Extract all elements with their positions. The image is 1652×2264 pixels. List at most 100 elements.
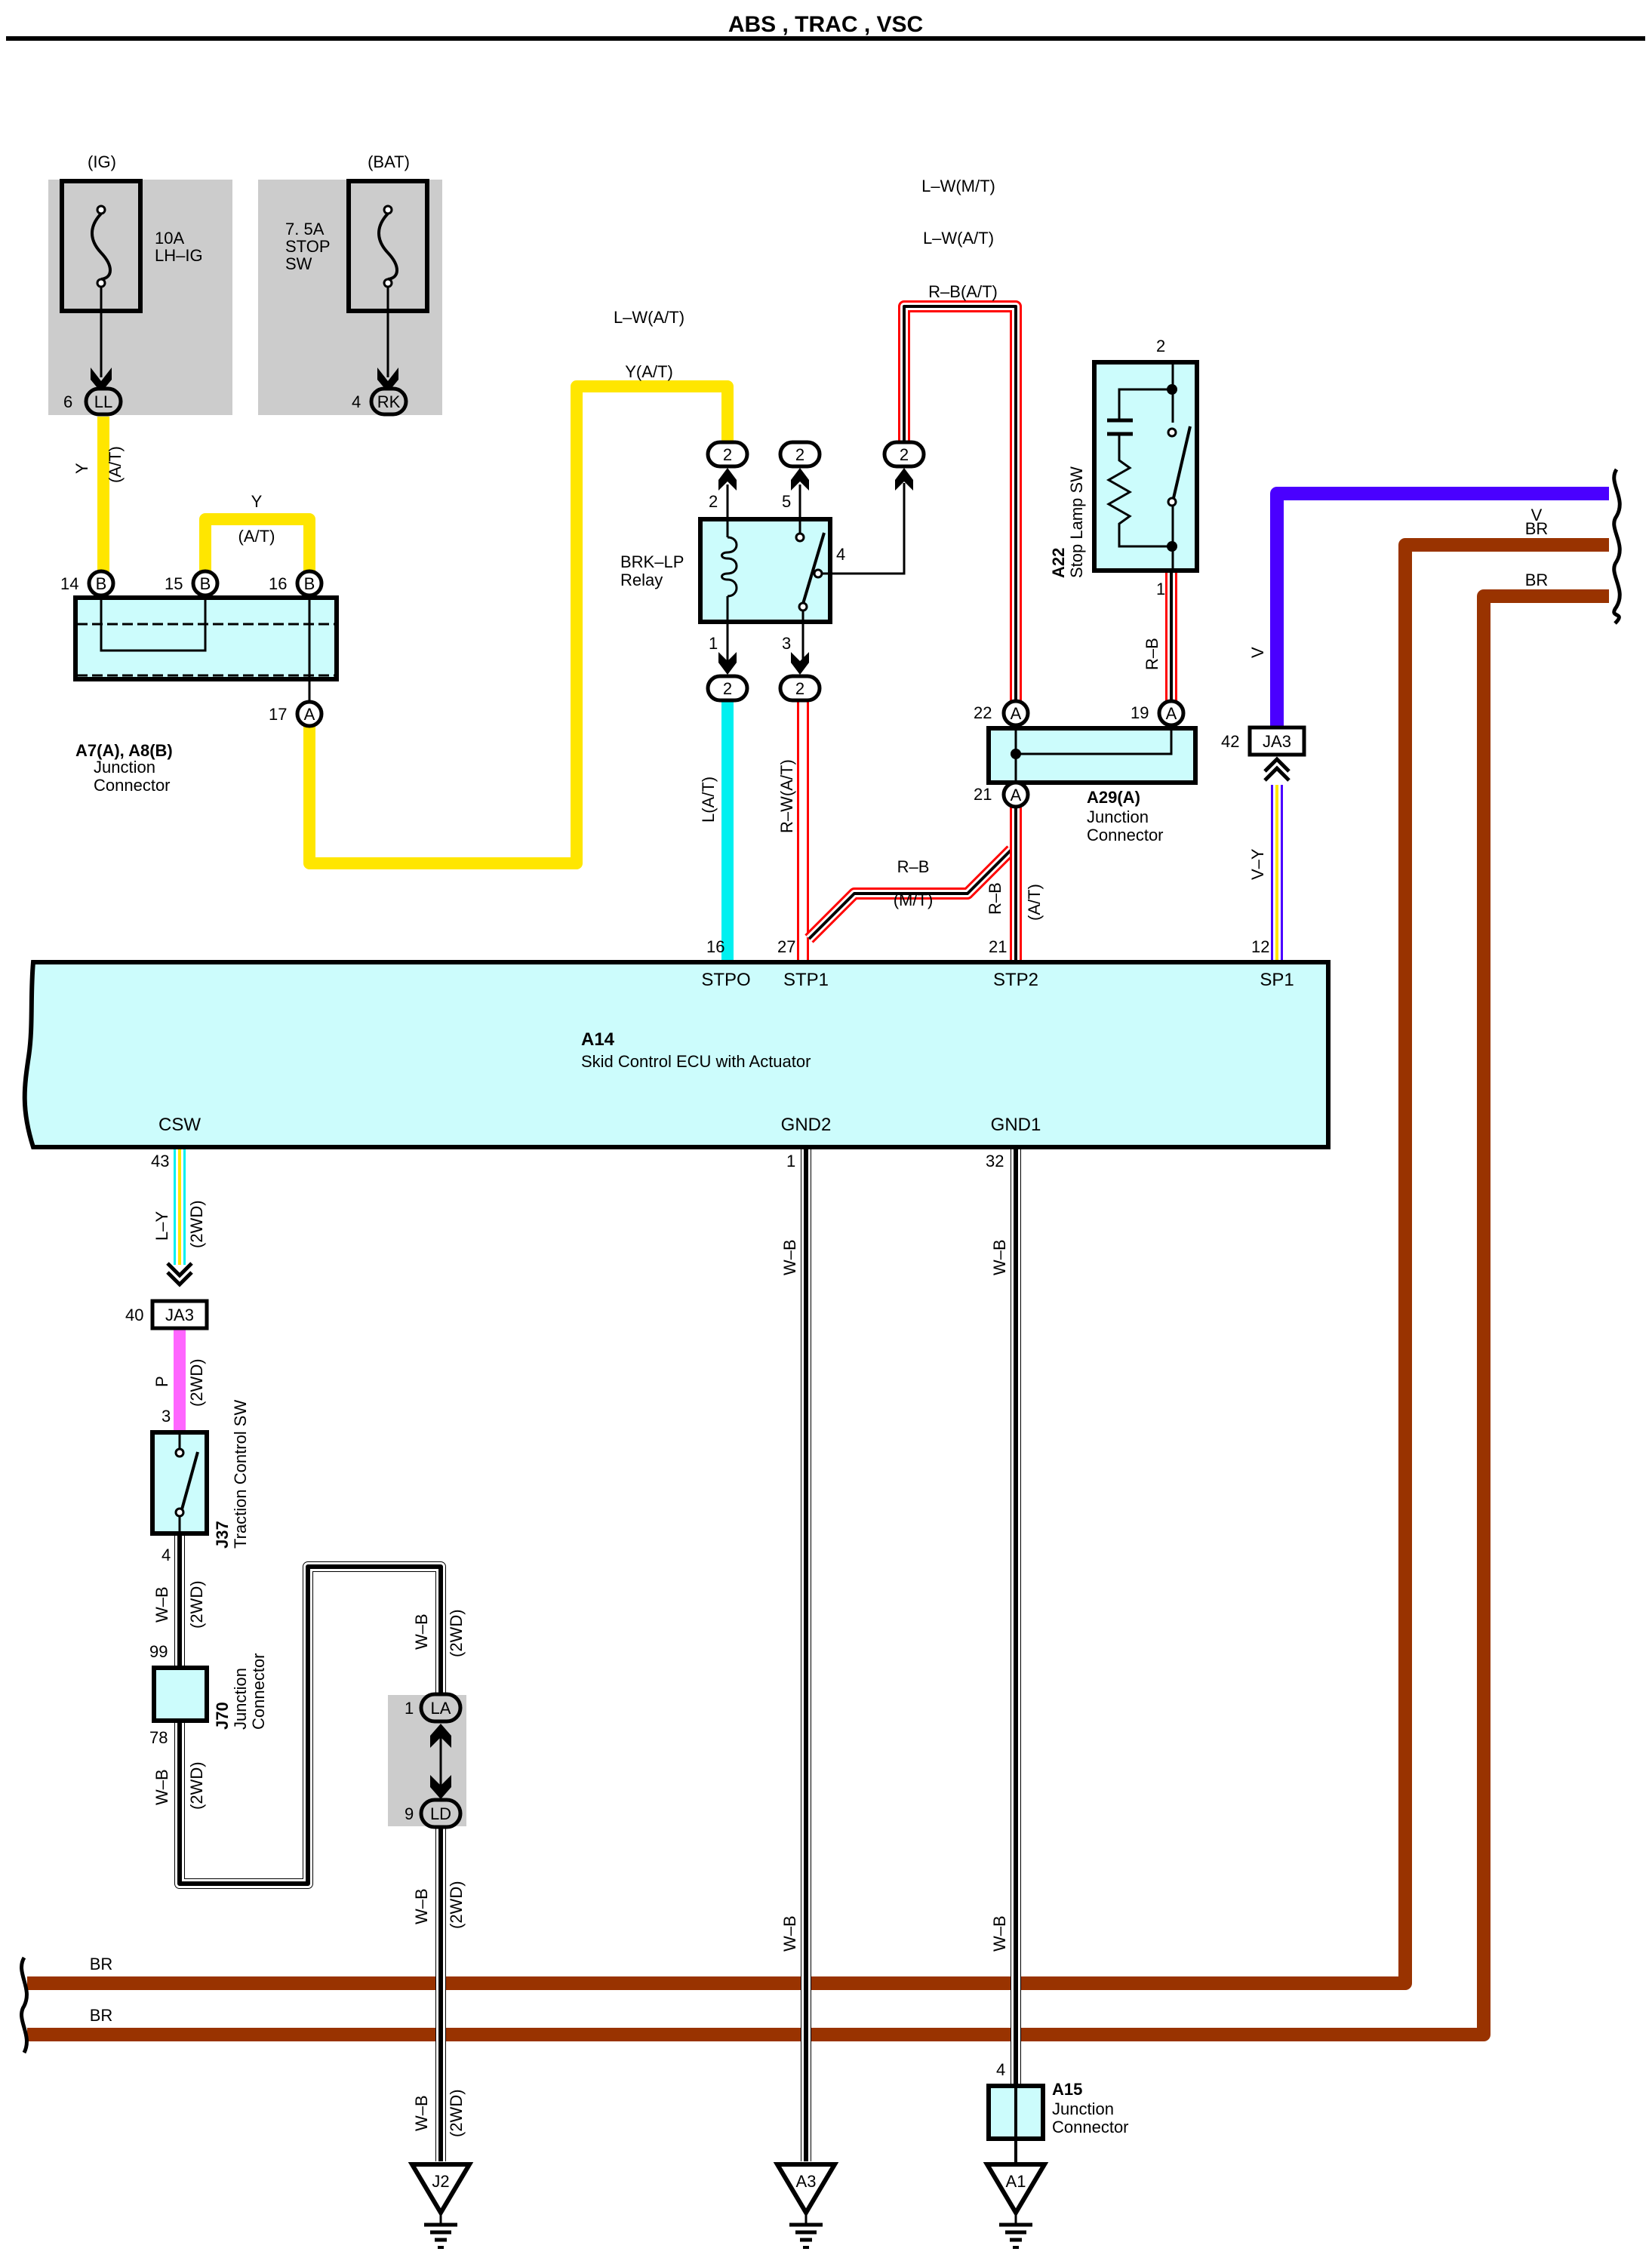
wire-rb-at	[898, 300, 1022, 700]
connector-code: 2	[900, 445, 909, 464]
connector-code: 2	[795, 445, 804, 464]
terminal-name: CSW	[158, 1115, 201, 1135]
component-id: J70	[213, 1702, 232, 1730]
pin-number: 4	[836, 545, 845, 564]
pin-number: 5	[782, 492, 791, 511]
wire-label: W–B	[412, 2095, 431, 2131]
relay-switch-icon	[795, 483, 906, 664]
pin-number: 3	[782, 634, 791, 653]
capacitor-resistor-icon	[1106, 388, 1172, 548]
ground-triangle-icon	[983, 2162, 1049, 2217]
connector-code: 2	[723, 679, 732, 698]
pin-letter: B	[96, 574, 107, 593]
wire-label: R–B	[897, 857, 930, 876]
wire-label: W–B	[990, 1239, 1009, 1275]
arrow-up-icon	[718, 468, 737, 491]
pin-number: 40	[125, 1306, 143, 1324]
ecu-terminal-stp1: 27 STP1	[777, 937, 829, 990]
ecu-terminal-stp2: 21 STP2	[989, 937, 1038, 990]
switch-icon	[174, 1432, 199, 1533]
pin-19a: 19 A	[1131, 699, 1186, 727]
break-icon	[1612, 468, 1622, 625]
connector-name: JA3	[165, 1306, 194, 1324]
terminal-name: GND1	[991, 1115, 1041, 1135]
ground-label: J2	[432, 2172, 449, 2191]
wire-y-15b-16b	[199, 513, 315, 572]
wire-label: Y(A/T)	[625, 362, 673, 381]
junction-connector-a7-a8: A7(A), A8(B) Junction Connector 14 B 15 …	[60, 569, 339, 795]
wire-label: R–B(A/T)	[928, 282, 998, 301]
wire-label: W–B	[780, 1239, 799, 1275]
component-desc-line1: Junction	[231, 1668, 250, 1730]
fuse-supply-bat: (BAT)	[368, 152, 410, 171]
wire-label: (2WD)	[187, 1358, 206, 1407]
ecu-terminal-csw: CSW 43	[151, 1115, 201, 1170]
wire-break-marks	[20, 468, 1622, 2054]
relay-connector: 2	[706, 652, 749, 703]
connector-ja3-42: JA3 42	[1221, 725, 1306, 782]
relay-name-line1: BRK–LP	[620, 552, 684, 571]
wire-label: (2WD)	[447, 1609, 466, 1657]
connector-code-la: LA	[431, 1699, 451, 1718]
wire-label: V–Y	[1248, 848, 1267, 880]
pin-number: 1	[786, 1152, 795, 1170]
wire-label: L–W(A/T)	[614, 308, 684, 327]
wire-label: W–B	[780, 1915, 799, 1952]
pin-15b: 15 B	[165, 569, 220, 598]
brk-lp-relay: BRK–LP Relay 2 5 4 1 3	[620, 483, 906, 664]
component-desc-line1: Junction	[1052, 2099, 1114, 2118]
pin-number: 17	[269, 705, 287, 724]
wire-lw-mt	[397, 202, 1207, 460]
connector-code-ll: LL	[94, 392, 112, 411]
pin-number: 1	[1156, 580, 1165, 598]
component-desc-line1: Junction	[1087, 807, 1149, 826]
terminal-name: SP1	[1260, 970, 1294, 990]
ecu-terminal-stpo: 16 STPO	[701, 937, 750, 990]
pin-16b: 16 B	[269, 569, 324, 598]
pin-letter: A	[1011, 786, 1022, 804]
component-desc-line2: Connector	[1052, 2118, 1129, 2136]
terminal-name: STPO	[701, 970, 750, 990]
wire-label: BR	[90, 1955, 113, 1973]
wire-lw-rk-relay5	[386, 335, 803, 568]
double-chevron-icon	[1263, 756, 1291, 773]
wire-label: R–B	[1143, 638, 1161, 670]
pin-number: 1	[405, 1699, 414, 1718]
stop-lamp-switch: 2 1 A22 Stop Lamp SW	[1049, 337, 1199, 598]
wire-label: (A/T)	[238, 527, 275, 546]
wire-v	[1270, 487, 1609, 727]
pin-number: 16	[269, 574, 287, 593]
component-desc-line1: Junction	[94, 758, 155, 777]
pin-number: 78	[149, 1728, 168, 1747]
junction-connector-a15: 4 A15 Junction Connector	[986, 2060, 1129, 2163]
wire-label: V	[1531, 506, 1543, 524]
component-id: J37	[213, 1521, 232, 1549]
component-desc-line2: Connector	[94, 776, 171, 795]
fuse-rating: 10A	[155, 229, 184, 248]
component-id: A22	[1049, 548, 1068, 578]
arrow-down-icon	[791, 652, 809, 675]
relay-connector: 2	[882, 440, 926, 519]
ecu-name: Skid Control ECU with Actuator	[581, 1052, 811, 1071]
arrow-up-icon	[791, 468, 809, 491]
wire-wb-j70-loop	[174, 1561, 446, 1889]
component-name: Traction Control SW	[231, 1400, 250, 1549]
wire-label: (A/T)	[106, 446, 125, 483]
pin-number: 27	[777, 937, 795, 956]
wire-label: W–B	[412, 1888, 431, 1924]
wire-labels: Y (A/T) Y (A/T) Y(A/T) L–W(M/T) L–W(A/T)…	[72, 177, 1548, 2137]
fuse-lh-ig: (IG) 10A LH–IG 6 LL	[48, 152, 232, 417]
fuse-rating: 7. 5A	[285, 220, 325, 238]
pin-number: 21	[974, 785, 992, 804]
pin-number: 42	[1221, 732, 1239, 751]
fuse-supply-ig: (IG)	[88, 152, 116, 171]
pin-number: 3	[162, 1407, 171, 1426]
connector-name: JA3	[1263, 732, 1291, 751]
ground-j2: J2	[408, 2162, 474, 2249]
wire-label: (M/T)	[894, 891, 934, 909]
wire-label: Y	[251, 492, 263, 511]
wire-lw-branch	[798, 302, 836, 426]
